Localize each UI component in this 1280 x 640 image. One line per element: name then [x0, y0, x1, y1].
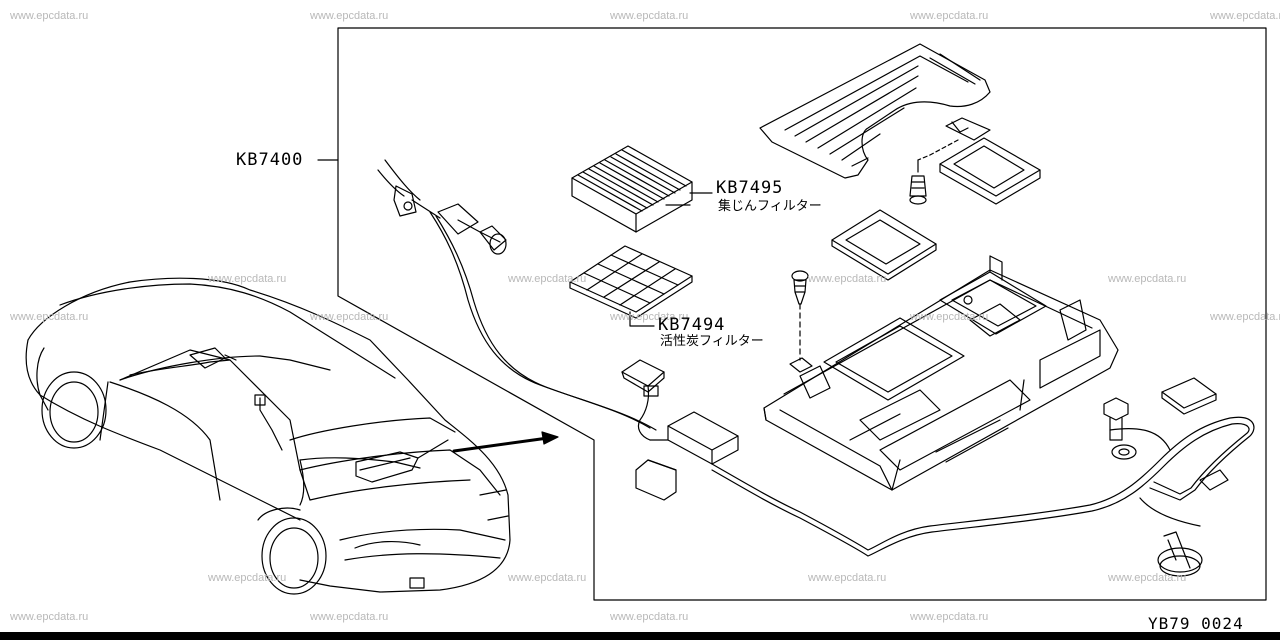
watermark: www.epcdata.ru — [1210, 311, 1280, 323]
watermark: www.epcdata.ru — [808, 273, 887, 285]
watermark: www.epcdata.ru — [10, 311, 89, 323]
watermark: www.epcdata.ru — [910, 10, 989, 22]
leader-kb7494 — [630, 312, 654, 326]
callout-kb7495[interactable]: KB7495 — [716, 178, 784, 198]
bolt-right — [1104, 378, 1216, 459]
watermark: www.epcdata.ru — [508, 273, 587, 285]
gasket-center — [832, 210, 936, 280]
callout-kb7494[interactable]: KB7494 — [658, 315, 726, 335]
watermark: www.epcdata.ru — [910, 311, 989, 323]
carbon-filter — [570, 246, 692, 318]
figure-code: YB79 0024 — [1148, 614, 1244, 633]
watermark: www.epcdata.ru — [610, 10, 689, 22]
watermark: www.epcdata.ru — [1108, 572, 1187, 584]
gasket-right — [940, 138, 1040, 204]
watermark: www.epcdata.ru — [1210, 10, 1280, 22]
location-arrow — [454, 432, 558, 451]
watermark: www.epcdata.ru — [1108, 273, 1187, 285]
watermark: www.epcdata.ru — [10, 611, 89, 623]
box-screw — [790, 271, 812, 372]
watermark: www.epcdata.ru — [310, 611, 389, 623]
hose-clamp — [1158, 532, 1202, 576]
mat-clip — [910, 118, 990, 204]
sensor-cable — [378, 160, 656, 430]
bottom-bar — [0, 632, 1280, 640]
watermark: www.epcdata.ru — [208, 572, 287, 584]
relay-box — [636, 412, 738, 500]
watermark: www.epcdata.ru — [910, 611, 989, 623]
control-unit — [764, 256, 1118, 490]
callout-kb7400[interactable]: KB7400 — [236, 150, 304, 170]
label-carbon-filter: 活性炭フィルター — [660, 334, 764, 349]
wire-harness — [712, 417, 1254, 556]
watermark: www.epcdata.ru — [10, 10, 89, 22]
floor-mat — [760, 44, 990, 178]
watermark: www.epcdata.ru — [508, 572, 587, 584]
watermark: www.epcdata.ru — [310, 311, 389, 323]
watermark: www.epcdata.ru — [610, 611, 689, 623]
connector-small — [622, 360, 664, 440]
label-dust-filter: 集じんフィルター — [718, 199, 822, 214]
watermark: www.epcdata.ru — [808, 572, 887, 584]
watermark: www.epcdata.ru — [208, 273, 287, 285]
watermark: www.epcdata.ru — [310, 10, 389, 22]
watermark: www.epcdata.ru — [610, 311, 689, 323]
dust-filter — [572, 146, 692, 232]
car-illustration — [26, 278, 510, 594]
assembly-frame — [338, 28, 1266, 600]
